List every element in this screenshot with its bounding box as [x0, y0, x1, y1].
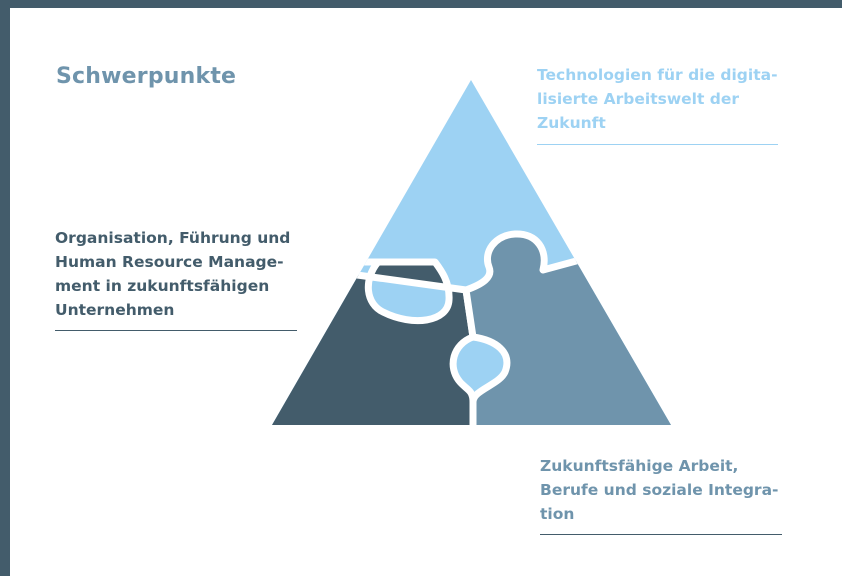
label-line: Unternehmen: [55, 301, 175, 319]
puzzle-piece-right: [462, 228, 671, 425]
page-title: Schwerpunkte: [56, 64, 237, 89]
underline-work: [540, 534, 782, 535]
label-line: Zukunftsfähige Arbeit,: [540, 457, 739, 475]
label-line: tion: [540, 505, 575, 523]
focus-label-technology: Technologien für die digita- lisierte Ar…: [537, 63, 778, 135]
underline-organisation: [55, 330, 297, 331]
content-card: Schwerpunkte Technologien für die digita…: [10, 8, 842, 576]
label-line: Organisation, Führung und: [55, 229, 291, 247]
focus-label-work: Zukunftsfähige Arbeit, Berufe und sozial…: [540, 454, 778, 526]
label-line: Berufe und soziale Integra-: [540, 481, 779, 499]
label-line: ment in zukunftsfähigen: [55, 277, 270, 295]
puzzle-pyramid: [272, 80, 671, 425]
label-line: Zukunft: [537, 114, 606, 132]
label-line: Technologien für die digita-: [537, 66, 778, 84]
puzzle-piece-left: [272, 258, 477, 425]
label-line: lisierte Arbeitswelt der: [537, 90, 740, 108]
puzzle-pieces: [272, 80, 671, 425]
focus-label-organisation: Organisation, Führung und Human Resource…: [55, 226, 290, 322]
label-line: Human Resource Manage-: [55, 253, 284, 271]
underline-technology: [537, 144, 778, 145]
